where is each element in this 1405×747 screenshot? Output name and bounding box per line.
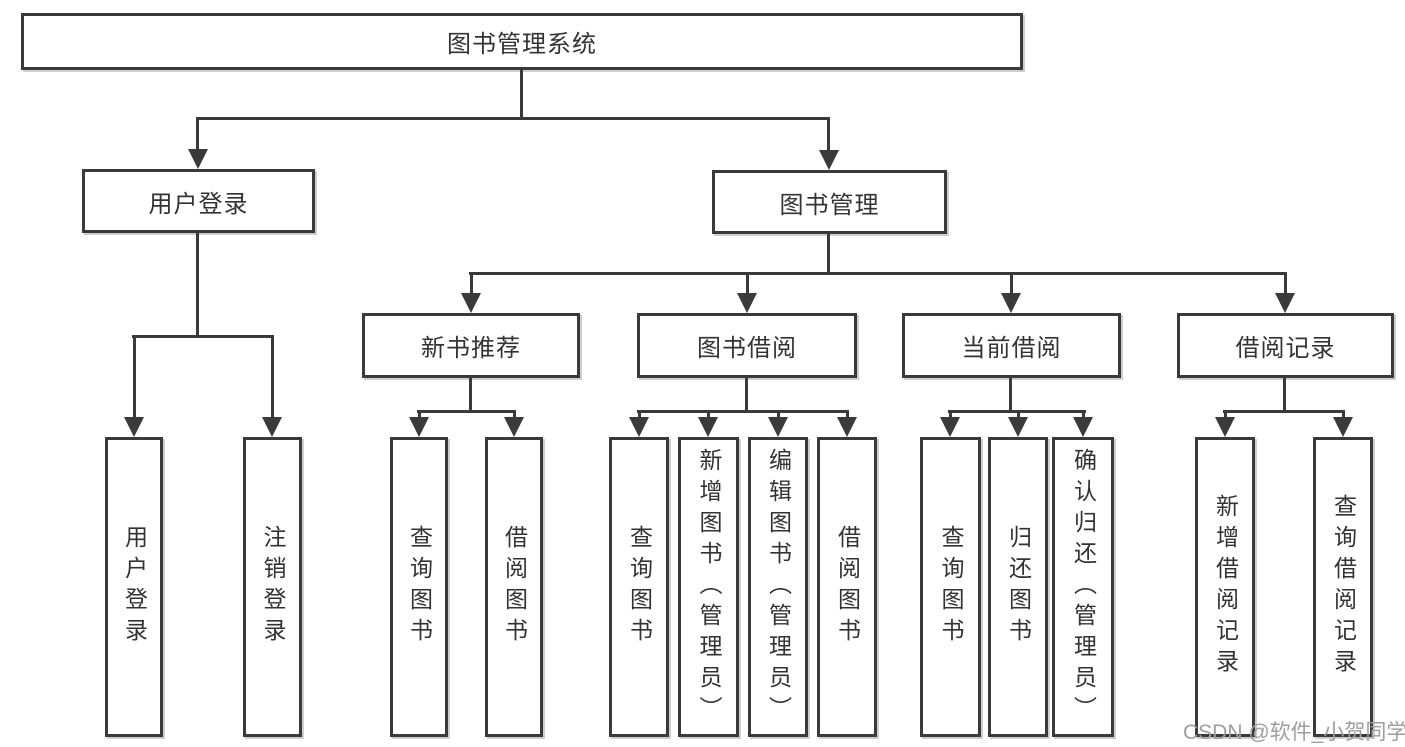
- arrow-down-icon: [737, 293, 757, 313]
- connector-line: [1010, 272, 1013, 295]
- arrow-down-icon: [504, 417, 524, 437]
- connector-line: [1017, 410, 1020, 420]
- arrow-down-icon: [1008, 417, 1028, 437]
- node-book-management: 图书管理: [712, 170, 947, 234]
- connector-line: [638, 410, 641, 420]
- connector-line: [196, 117, 830, 120]
- arrow-down-icon: [940, 417, 960, 437]
- connector-line: [949, 410, 952, 420]
- connector-line: [469, 272, 1287, 275]
- connector-line: [133, 335, 136, 419]
- connector-line: [1342, 410, 1345, 420]
- connector-line: [132, 335, 274, 338]
- connector-line: [271, 335, 274, 419]
- leaf-logout: 注销登录: [243, 437, 302, 737]
- arrow-down-icon: [1073, 417, 1093, 437]
- arrow-down-icon: [1275, 293, 1295, 313]
- connector-line: [1224, 410, 1227, 420]
- leaf-edit-books-admin: 编辑图书（管理员）: [748, 437, 808, 737]
- connector-line: [1082, 410, 1085, 420]
- connector-line: [196, 233, 199, 337]
- node-borrow-records: 借阅记录: [1177, 313, 1394, 378]
- connector-line: [1284, 272, 1287, 295]
- arrow-down-icon: [629, 417, 649, 437]
- connector-line: [777, 410, 780, 420]
- leaf-borrow-books-recommend: 借阅图书: [485, 437, 543, 737]
- connector-line: [417, 410, 516, 413]
- connector-line: [1283, 378, 1286, 412]
- connector-line: [637, 410, 849, 413]
- node-book-borrowing: 图书借阅: [637, 313, 857, 378]
- leaf-borrow-books-borrowing: 借阅图书: [817, 437, 877, 737]
- connector-line: [707, 410, 710, 420]
- connector-line: [196, 117, 199, 151]
- connector-line: [513, 410, 516, 420]
- arrow-down-icon: [188, 149, 208, 169]
- connector-line: [470, 272, 473, 295]
- arrow-down-icon: [461, 293, 481, 313]
- arrow-down-icon: [1001, 293, 1021, 313]
- leaf-query-books-recommend: 查询图书: [390, 437, 448, 737]
- connector-line: [520, 70, 523, 118]
- watermark: CSDN @软件_小贺同学: [1183, 721, 1405, 744]
- connector-line: [418, 410, 421, 420]
- node-new-book-recommend: 新书推荐: [362, 313, 580, 378]
- arrow-down-icon: [124, 417, 144, 437]
- node-root: 图书管理系统: [21, 13, 1023, 70]
- leaf-query-books-current: 查询图书: [920, 437, 981, 737]
- node-user-login: 用户登录: [82, 169, 315, 233]
- arrow-down-icon: [262, 417, 282, 437]
- connector-line: [745, 378, 748, 412]
- connector-line: [1223, 410, 1345, 413]
- connector-line: [469, 378, 472, 412]
- arrow-down-icon: [1215, 417, 1235, 437]
- arrow-down-icon: [819, 150, 839, 170]
- leaf-add-books-admin: 新增图书（管理员）: [678, 437, 739, 737]
- leaf-user-login: 用户登录: [105, 437, 163, 737]
- arrow-down-icon: [768, 417, 788, 437]
- arrow-down-icon: [1333, 417, 1353, 437]
- leaf-add-borrow-record: 新增借阅记录: [1195, 437, 1255, 737]
- connector-line: [1009, 378, 1012, 412]
- leaf-confirm-return-admin: 确认归还（管理员）: [1052, 437, 1114, 737]
- connector-line: [846, 410, 849, 420]
- arrow-down-icon: [698, 417, 718, 437]
- leaf-query-borrow-record: 查询借阅记录: [1313, 437, 1373, 737]
- connector-line: [746, 272, 749, 295]
- connector-line: [827, 234, 830, 274]
- leaf-query-books-borrowing: 查询图书: [609, 437, 669, 737]
- node-current-borrowing: 当前借阅: [902, 313, 1121, 378]
- arrow-down-icon: [409, 417, 429, 437]
- leaf-return-books: 归还图书: [988, 437, 1048, 737]
- connector-line: [827, 117, 830, 151]
- arrow-down-icon: [837, 417, 857, 437]
